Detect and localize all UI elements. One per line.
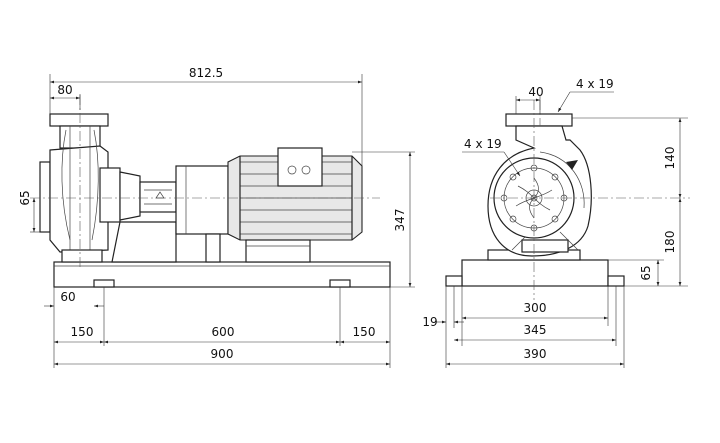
motor-support-bracket xyxy=(205,233,221,263)
front-base xyxy=(461,259,609,287)
side-view: 812.5 80 65 347 60 150 600 150 900 xyxy=(18,66,415,368)
dim-foot-width: 345 xyxy=(524,323,547,337)
motor-body xyxy=(227,147,363,263)
dim-bolt-width: 300 xyxy=(524,301,547,315)
dim-discharge-offset: 40 xyxy=(528,85,543,99)
dim-suction-offset: 80 xyxy=(57,83,72,97)
note-suction-bolts: 4 x 19 xyxy=(464,137,502,151)
front-view: 40 4 x 19 4 x 19 140 180 65 19 xyxy=(422,77,690,368)
front-base-foot-left xyxy=(445,275,463,287)
dim-bolt-spacing: 600 xyxy=(212,325,235,339)
dim-base-length: 900 xyxy=(211,347,234,361)
dim-overall-length: 812.5 xyxy=(189,66,223,80)
pump-casing xyxy=(39,113,109,263)
dim-shaft-height: 180 xyxy=(663,231,677,254)
dim-base-height: 65 xyxy=(639,265,653,280)
note-discharge-bolts: 4 x 19 xyxy=(576,77,614,91)
coupling-housing xyxy=(99,167,177,263)
dim-bolt-edge-left: 150 xyxy=(71,325,94,339)
dim-bolt-hole: 19 xyxy=(422,315,437,329)
side-base-foot-left xyxy=(93,279,115,288)
front-base-foot-right xyxy=(607,275,625,287)
dim-discharge-height: 140 xyxy=(663,147,677,170)
dim-base-width: 390 xyxy=(524,347,547,361)
motor-terminal-box xyxy=(277,147,323,187)
dim-bolt-edge-right: 150 xyxy=(353,325,376,339)
dim-overall-height: 347 xyxy=(393,209,407,232)
motor-flange xyxy=(175,165,229,235)
dim-base-edge-offset: 60 xyxy=(60,290,75,304)
side-base-foot-right xyxy=(329,279,351,288)
dim-inlet-height: 65 xyxy=(18,190,32,205)
